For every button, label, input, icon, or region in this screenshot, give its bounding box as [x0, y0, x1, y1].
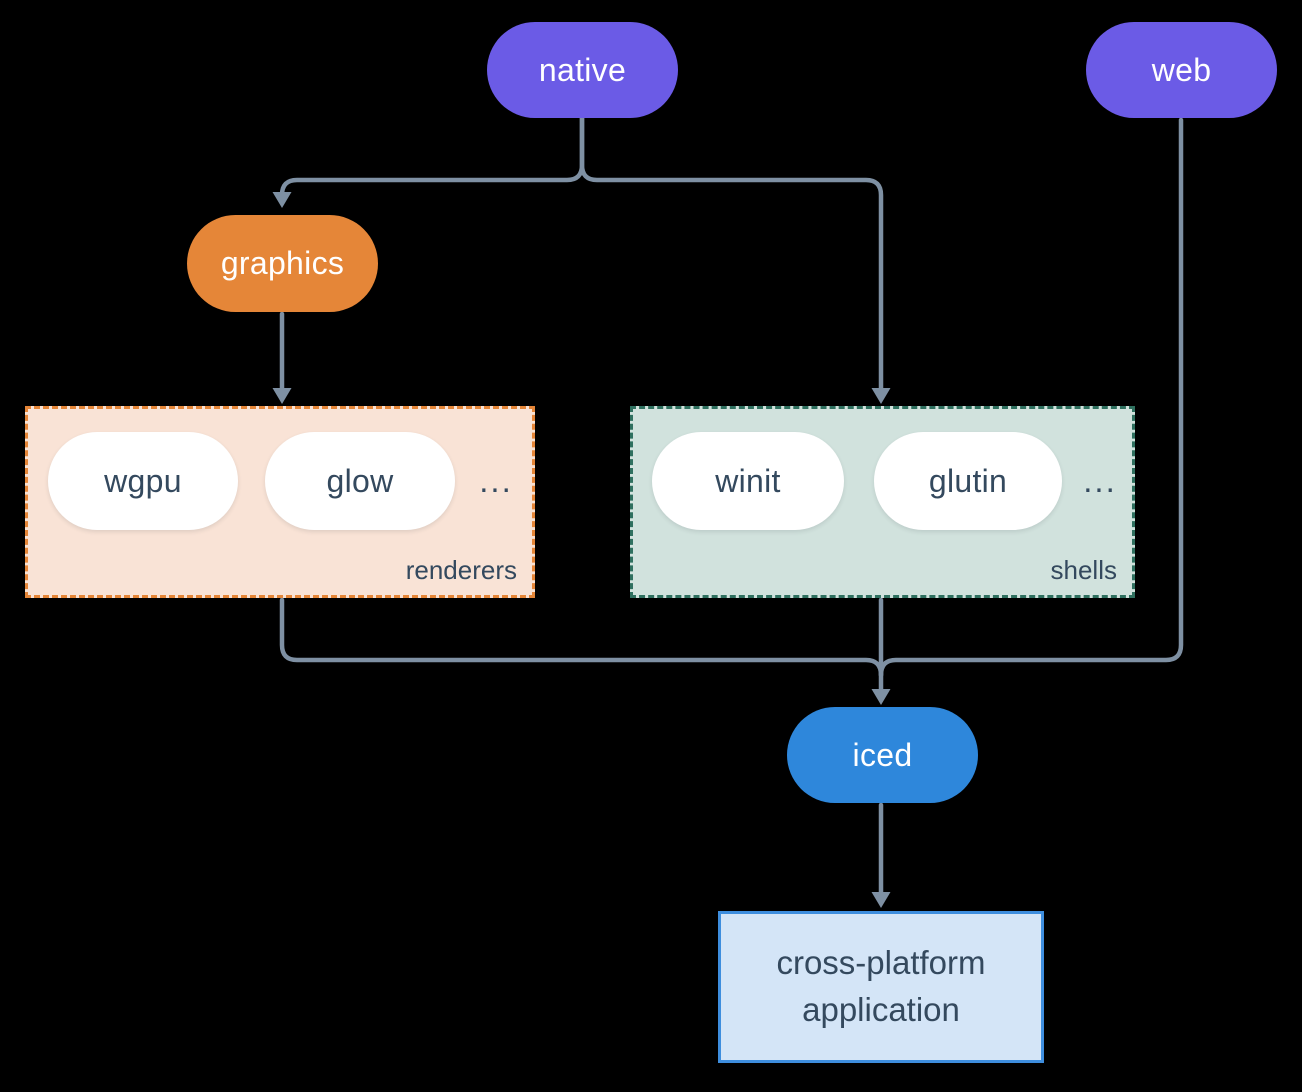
cross-platform-application-label: cross-platform application [776, 944, 986, 1028]
edge-renderers-iced [279, 597, 884, 678]
renderers-ellipsis: ... [479, 462, 513, 499]
node-glutin: glutin [874, 432, 1062, 530]
node-glutin-label: glutin [928, 462, 1008, 499]
node-wgpu-label: wgpu [104, 462, 182, 499]
shells-ellipsis: ... [1083, 462, 1117, 499]
node-glow-label: glow [326, 462, 394, 499]
arrowhead-shells [871, 388, 891, 404]
node-graphics-label: graphics [220, 245, 345, 281]
group-shells: winit glutin ... shells [630, 406, 1135, 598]
node-winit: winit [652, 432, 844, 530]
node-wgpu: wgpu [48, 432, 238, 530]
node-web: web [1086, 22, 1277, 118]
node-glow: glow [265, 432, 455, 530]
shells-group-label: shells [1050, 555, 1117, 585]
edge-native-graphics [279, 115, 585, 198]
node-graphics: graphics [187, 215, 378, 312]
group-renderers: wgpu glow ... renderers [25, 406, 535, 598]
edge-native-shells [579, 115, 884, 392]
node-cross-platform-application: cross-platform application [718, 911, 1044, 1063]
node-iced-label: iced [852, 736, 913, 773]
arrowhead-graphics [272, 192, 292, 208]
node-web-label: web [1151, 51, 1212, 88]
renderers-group-label: renderers [405, 555, 517, 585]
node-native: native [487, 22, 678, 118]
arrowhead-application [871, 892, 891, 908]
node-iced: iced [787, 707, 978, 803]
arrowhead-iced [871, 689, 891, 705]
arrowhead-renderers [272, 388, 292, 404]
node-native-label: native [538, 51, 627, 88]
node-winit-label: winit [715, 462, 781, 499]
